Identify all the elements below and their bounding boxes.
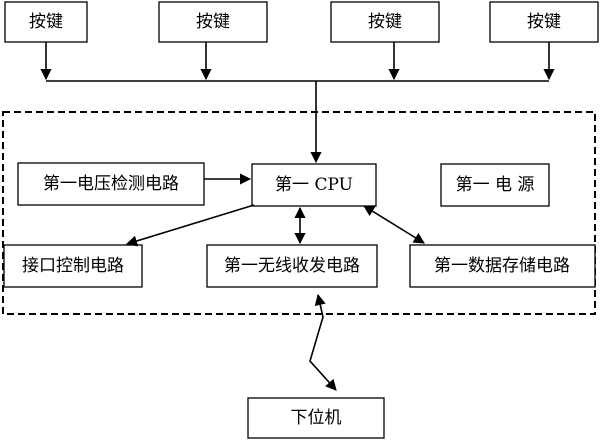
cpu-to-interface-arrow (125, 204, 255, 247)
cpu-label: 第一 CPU (275, 175, 353, 195)
wireless-label: 第一无线收发电路 (224, 256, 360, 276)
power-box: 第一 电 源 (440, 163, 550, 207)
interface-control-box: 接口控制电路 (3, 244, 143, 288)
key-label-4: 按键 (527, 12, 561, 32)
storage-label: 第一数据存储电路 (434, 256, 570, 276)
key-box-4: 按键 (489, 1, 599, 43)
storage-box: 第一数据存储电路 (409, 244, 596, 288)
wireless-link-zigzag (309, 293, 337, 391)
lower-computer-box: 下位机 (247, 397, 385, 439)
key-box-1: 按键 (4, 1, 88, 43)
key-label-3: 按键 (368, 12, 402, 32)
key-label-2: 按键 (196, 12, 230, 32)
key-label-1: 按键 (29, 12, 63, 32)
cpu-box: 第一 CPU (251, 163, 377, 207)
lower-computer-label: 下位机 (291, 408, 342, 428)
interface-control-label: 接口控制电路 (22, 256, 124, 276)
voltage-detect-label: 第一电压检测电路 (43, 174, 179, 194)
key-box-3: 按键 (330, 1, 440, 43)
wireless-box: 第一无线收发电路 (206, 244, 378, 288)
voltage-detect-box: 第一电压检测电路 (17, 162, 205, 206)
key-box-2: 按键 (158, 1, 268, 43)
power-label: 第一 电 源 (456, 175, 535, 195)
cpu-storage-arrow (363, 205, 425, 244)
controller-boundary (2, 111, 596, 315)
